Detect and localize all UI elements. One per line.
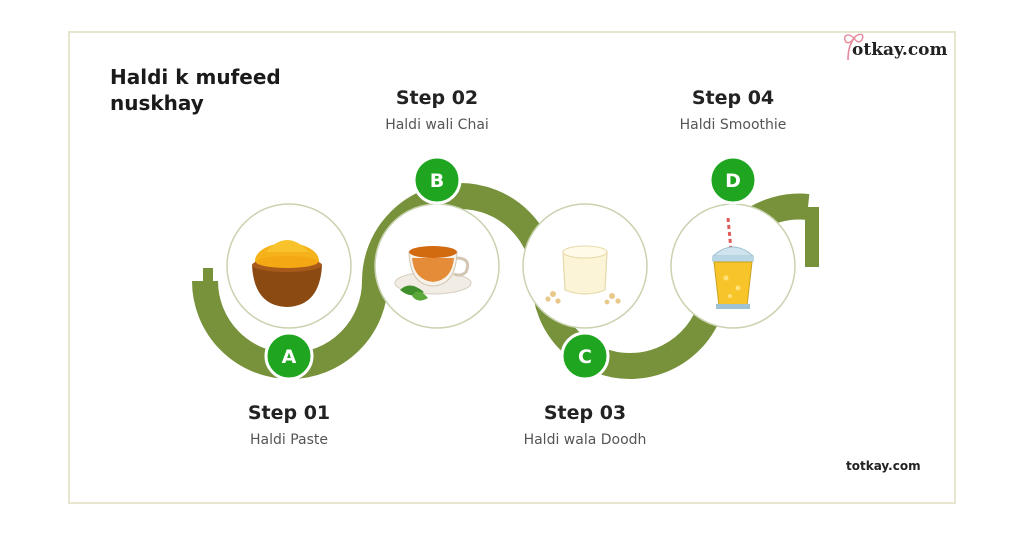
- brand-logo-text: otkay.com: [852, 40, 948, 60]
- step-c-label: Haldi wala Doodh: [523, 432, 647, 448]
- step-d-heading: Step 04: [691, 87, 775, 109]
- brand-flower-icon: [844, 33, 864, 61]
- step-a-label: Haldi Paste: [249, 432, 328, 448]
- step-a-letter: A: [282, 346, 297, 368]
- brand-footer-text: totkay.com: [846, 459, 921, 473]
- step-d-badge: D: [708, 155, 758, 205]
- step-b-label: Haldi wali Chai: [385, 117, 489, 133]
- step-b-letter: B: [430, 170, 444, 192]
- ribbon-start-cap: [203, 268, 213, 294]
- step-b-heading: Step 02: [395, 87, 479, 109]
- smoothie-cup-icon: [711, 217, 755, 309]
- step-c-badge: C: [560, 331, 610, 381]
- turmeric-bowl-icon: [252, 240, 322, 307]
- step-c-letter: C: [578, 346, 592, 368]
- step-a-heading: Step 01: [247, 402, 331, 424]
- page-title: Haldi k mufeed nuskhay: [110, 65, 281, 115]
- step-b-badge: B: [412, 155, 462, 205]
- step-a-badge: A: [264, 331, 314, 381]
- step-d-label: Haldi Smoothie: [679, 117, 787, 133]
- milk-glass-icon: [545, 245, 621, 305]
- ribbon-end-cap: [805, 207, 819, 267]
- diagram-frame: [68, 31, 956, 504]
- step-d-letter: D: [725, 170, 741, 192]
- step-c-heading: Step 03: [543, 402, 627, 424]
- tea-cup-icon: [394, 246, 472, 301]
